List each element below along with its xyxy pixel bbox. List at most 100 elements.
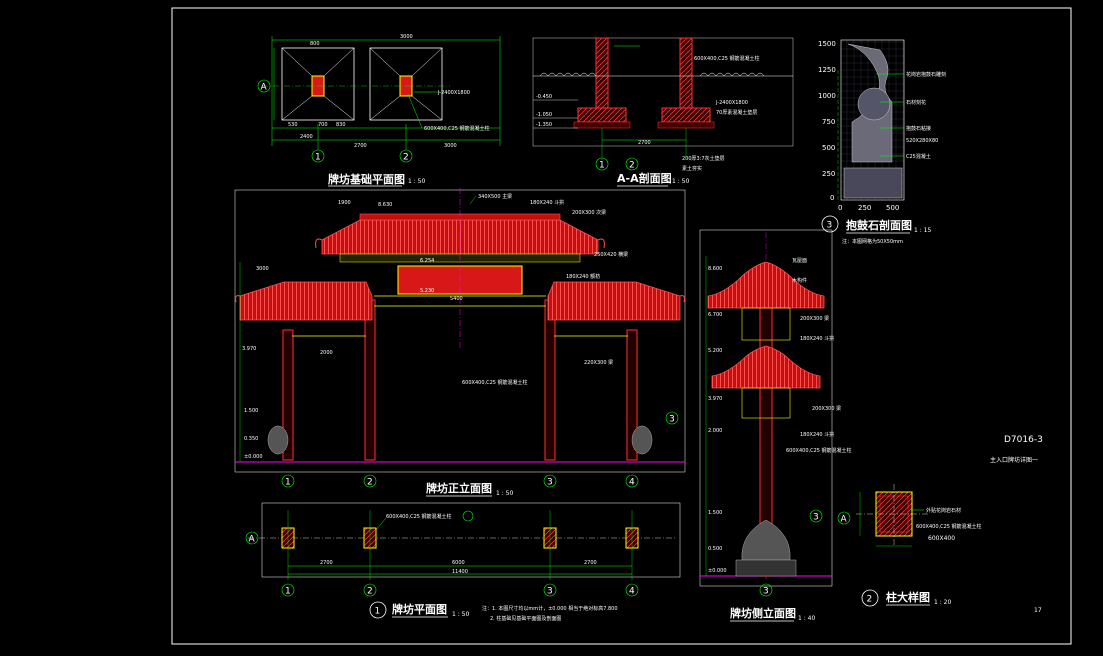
plan-dim: 6000 <box>452 560 465 566</box>
side-elevation: 8.600 6.700 5.200 3.970 2.000 1.500 0.50… <box>699 229 852 622</box>
axis-bubble-3: 3 <box>763 587 769 597</box>
footing-label: J-2400X1800 <box>437 90 470 96</box>
axis-bubble-4: 4 <box>629 478 635 488</box>
section-aa: -0.450 -1.050 -1.350 2700 600X400,C25 钢筋… <box>532 37 794 187</box>
view-title: A-A剖面图 <box>617 171 672 185</box>
section-note: 200厚3:7灰土垫层 <box>682 155 725 162</box>
section-dim: 2700 <box>638 140 651 146</box>
sheet-border <box>171 7 1072 645</box>
front-dim: 1900 <box>338 200 351 206</box>
plan-dim: 2700 <box>584 560 597 566</box>
section-mark: 3 <box>813 513 819 523</box>
view-number: 1 <box>375 607 381 617</box>
side-elevation-mark: 0.500 <box>708 546 722 552</box>
front-callout: 250X420 横梁 <box>594 251 628 258</box>
axis-bubble-1: 1 <box>285 478 291 488</box>
axis-bubble-1: 1 <box>285 587 291 597</box>
front-elevation-mark: 5.230 <box>420 288 434 294</box>
side-elevation-mark: 1.500 <box>708 510 722 516</box>
side-callout: 180X240 斗拱 <box>800 431 834 438</box>
column-detail-label: 600X400,C25 钢筋混凝土柱 <box>916 523 982 530</box>
front-callout: 220X300 梁 <box>584 359 613 366</box>
section-mark: 3 <box>669 415 675 425</box>
foundation-dim: 700 <box>318 122 328 128</box>
drawing-name: 主入口牌坊详图一 <box>990 456 1038 464</box>
plan-column-label: 600X400,C25 钢筋混凝土柱 <box>386 513 452 520</box>
axis-bubble-2: 2 <box>367 587 373 597</box>
axis-bubble-4: 4 <box>629 587 635 597</box>
axis-bubble-2: 2 <box>367 478 373 488</box>
side-elevation-mark: 5.200 <box>708 348 722 354</box>
drum-grid-note: 注：本图网格为50X50mm <box>842 238 903 245</box>
front-elevation-mark: 8.630 <box>378 202 392 208</box>
foundation-dim: 830 <box>336 122 346 128</box>
view-scale: 1 : 50 <box>452 611 469 618</box>
axis-bubble-1: 1 <box>599 161 605 171</box>
view-title: 牌坊平面图 <box>392 602 447 616</box>
section-elevation: -0.450 <box>536 94 552 100</box>
view-number: 2 <box>867 595 873 605</box>
side-callout: 200X300 梁 <box>800 315 829 322</box>
plan-note: 2. 柱基础见基础平面图及剖面图 <box>490 615 561 622</box>
foundation-dim: 3000 <box>400 34 413 40</box>
axis-a-bubble: A <box>841 515 848 525</box>
drum-callout: C25混凝土 <box>906 153 931 160</box>
front-elevation-mark: 0.350 <box>244 436 258 442</box>
view-title: 牌坊侧立面图 <box>730 606 796 620</box>
front-dim: 2000 <box>320 350 333 356</box>
axis-bubble-2: 2 <box>403 153 409 163</box>
view-scale: 1 : 20 <box>934 599 951 606</box>
front-callout: 600X400,C25 钢筋混凝土柱 <box>462 379 528 386</box>
side-callout: 180X240 斗拱 <box>800 335 834 342</box>
drum-callout: 花岗岩抱鼓石雕刻 <box>906 71 946 78</box>
plan-view: 2700 6000 2700 11400 600X400,C25 钢筋混凝土柱 … <box>245 502 681 622</box>
section-note: 70厚素混凝土垫层 <box>716 109 757 116</box>
front-elevation-mark: 6.254 <box>420 258 434 264</box>
side-callout: 瓦屋面 <box>792 258 807 264</box>
drum-y-tick: 250 <box>822 170 835 178</box>
foundation-plan: 2400 800 3000 2700 3000 530 700 830 J-24… <box>257 34 501 187</box>
axis-bubble-2: 2 <box>629 161 635 171</box>
plan-dim: 2700 <box>320 560 333 566</box>
foundation-dim: 2400 <box>300 134 313 140</box>
drum-y-tick: 750 <box>822 118 835 126</box>
side-elevation-mark: 6.700 <box>708 312 722 318</box>
side-callout: 200X300 梁 <box>812 405 841 412</box>
footing-1 <box>281 47 355 121</box>
side-elevation-mark: 3.970 <box>708 396 722 402</box>
front-callout: 200X300 次梁 <box>572 209 606 216</box>
drum-y-tick: 1250 <box>818 66 836 74</box>
front-callout: 180X240 斗拱 <box>530 199 564 206</box>
section-note: 600X400,C25 钢筋混凝土柱 <box>694 55 760 62</box>
plan-dim: 11400 <box>452 569 468 575</box>
sheet-number: 17 <box>1034 607 1042 614</box>
drawing-code: D7016-3 <box>1004 435 1043 445</box>
front-dim: 5400 <box>450 296 463 302</box>
axis-bubble-3: 3 <box>547 587 553 597</box>
column-detail: A 外贴花岗岩石材 600X400,C25 钢筋混凝土柱 600X400 2 柱… <box>837 484 982 607</box>
view-title: 柱大样图 <box>886 590 930 604</box>
front-elevation: 8.630 6.254 5.230 3.970 1.500 0.350 ±0.0… <box>234 188 686 497</box>
drum-callout: 520X280X80 <box>906 138 938 144</box>
view-title: 牌坊基础平面图 <box>328 172 405 186</box>
view-title: 牌坊正立面图 <box>426 481 492 495</box>
drum-callout: 抱鼓石粘接 <box>906 125 931 132</box>
column-detail-label: 外贴花岗岩石材 <box>926 507 961 514</box>
side-callout: 木构件 <box>792 277 807 284</box>
drum-y-tick: 0 <box>830 194 834 202</box>
section-elevation: -1.350 <box>536 122 552 128</box>
plan-note: 注：1. 本图尺寸均以mm计，±0.000 相当于绝对标高7.800 <box>482 605 618 612</box>
foundation-dim: 3000 <box>444 143 457 149</box>
axis-a-bubble: A <box>261 83 268 93</box>
side-elevation-mark: ±0.000 <box>708 568 727 574</box>
view-scale: 1 : 50 <box>408 178 425 185</box>
footing-2 <box>369 47 443 121</box>
axis-bubble-1: 1 <box>315 153 321 163</box>
axis-a-bubble: A <box>249 535 256 545</box>
drum-y-tick: 1000 <box>818 92 836 100</box>
drum-x-tick: 0 <box>838 204 842 212</box>
view-scale: 1 : 50 <box>496 490 513 497</box>
column-detail-dim: 600X400 <box>928 535 955 542</box>
view-scale: 1 : 15 <box>914 227 931 234</box>
foundation-dim: 2700 <box>354 143 367 149</box>
